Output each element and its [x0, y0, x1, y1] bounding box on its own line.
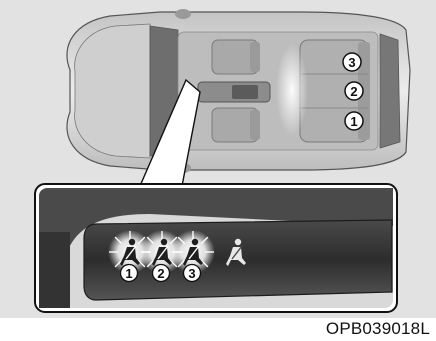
indicator-number-label: 2	[157, 266, 164, 281]
console-indicator-module	[232, 85, 258, 99]
indicator-number-label: 1	[125, 266, 132, 281]
panel-edge	[39, 232, 70, 308]
indicator-number-label: 3	[188, 266, 195, 281]
indicator-detail-inset	[35, 184, 397, 312]
seat-row-2-callout: 2	[345, 82, 363, 100]
figure-code: OPB039018L	[326, 319, 430, 339]
car-hood	[75, 24, 150, 158]
seat-row-1-callout: 1	[345, 112, 363, 130]
seat-row-3-label: 3	[348, 55, 355, 70]
seat-row-3-callout: 3	[343, 53, 361, 71]
cabin-light-glow	[276, 44, 308, 136]
left-mirror	[175, 9, 191, 19]
seat-row-2-label: 2	[350, 84, 357, 99]
seat-row-callouts: 3 2 1	[343, 53, 363, 130]
seat-row-1-label: 1	[350, 114, 357, 129]
car-rear-window	[380, 34, 400, 148]
